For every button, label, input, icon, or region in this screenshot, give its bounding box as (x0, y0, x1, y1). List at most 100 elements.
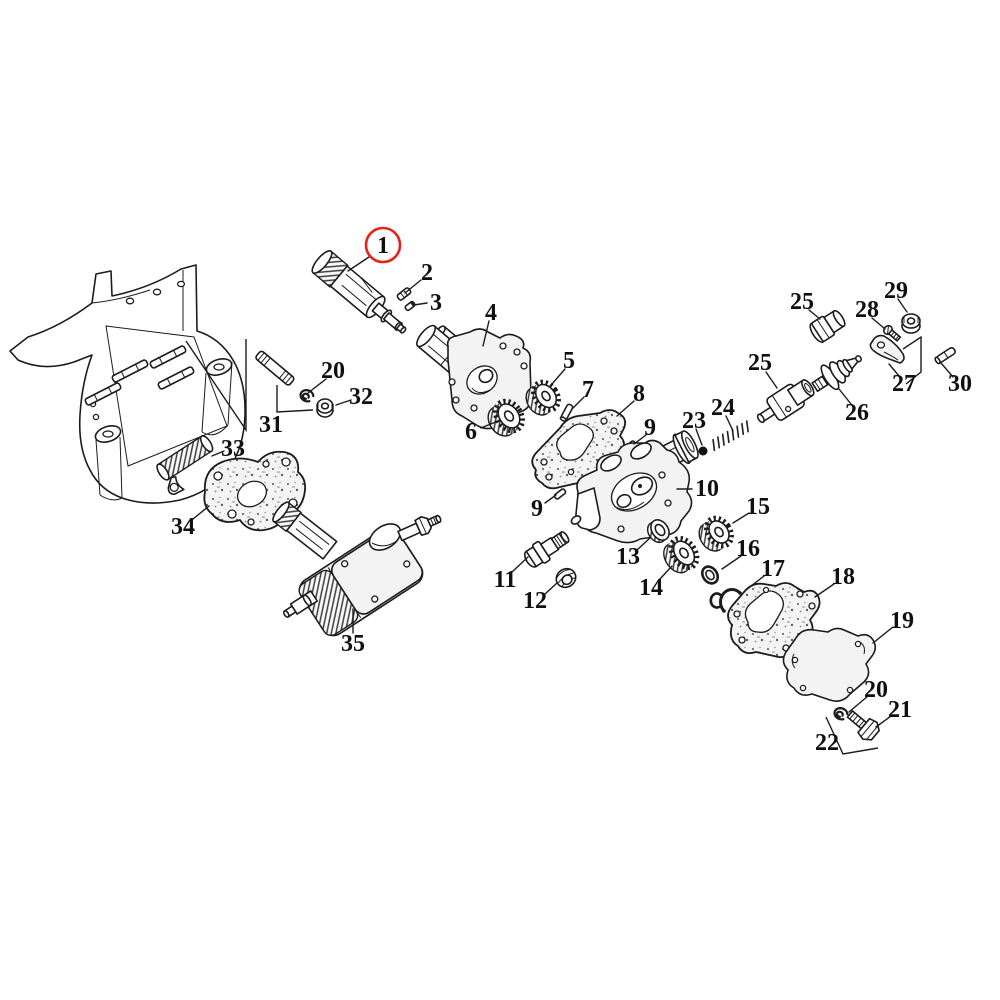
part-29-nut (901, 313, 921, 334)
part-33-screen (156, 435, 214, 495)
leader-line (897, 298, 908, 313)
leader-line (745, 575, 765, 591)
leader-line (335, 399, 352, 406)
leader-line (940, 362, 954, 378)
part-label-7: 7 (582, 377, 594, 403)
part-5-gear (525, 379, 561, 416)
part-17-retaining-ring (709, 588, 742, 613)
part-label-33: 33 (221, 436, 245, 462)
part-label-28: 28 (855, 297, 879, 323)
part-label-12: 12 (523, 588, 547, 614)
part-label-6: 6 (465, 419, 477, 445)
part-label-26: 26 (845, 400, 869, 426)
part-6-gear (487, 398, 525, 437)
part-13-washer (646, 519, 670, 544)
part-label-18: 18 (831, 564, 855, 590)
part-15-gear (698, 515, 734, 552)
part-label-5: 5 (563, 348, 575, 374)
part-10-pump-body (570, 430, 699, 544)
leader-line (808, 309, 821, 320)
part-35-pump-assembly (272, 501, 442, 637)
leader-line (732, 512, 750, 524)
leader-line (695, 428, 703, 446)
leader-line (616, 400, 635, 417)
highlight-circle-part-1 (364, 226, 402, 264)
part-28-screw (882, 324, 902, 342)
part-label-16: 16 (736, 536, 760, 562)
part-crankcase (9, 264, 246, 504)
part-label-20: 20 (321, 358, 345, 384)
leader-line (192, 505, 210, 520)
part-label-23: 23 (682, 408, 706, 434)
part-32-nut (316, 398, 334, 418)
part-9-pin-lower (553, 488, 567, 500)
part-26-check-valve (811, 355, 862, 393)
part-label-17: 17 (761, 556, 785, 582)
part-3-pin (404, 300, 416, 312)
part-20-lockwasher-left (299, 389, 315, 403)
part-label-32: 32 (349, 384, 373, 410)
leader-line (211, 450, 225, 457)
part-label-13: 13 (616, 544, 640, 570)
leader-line (658, 565, 673, 581)
part-25-hex-plug (809, 309, 846, 343)
part-label-29: 29 (884, 278, 908, 304)
bracket-lines-layer (185, 335, 922, 755)
leader-line (871, 317, 886, 330)
part-25-valve-body (756, 379, 815, 424)
part-label-35: 35 (341, 631, 365, 657)
leader-line (551, 368, 566, 385)
part-21-bolt (846, 710, 880, 741)
part-label-3: 3 (430, 290, 442, 316)
part-label-21: 21 (888, 697, 912, 723)
part-19-cover (782, 627, 877, 702)
part-label-25: 25 (748, 350, 772, 376)
part-label-8: 8 (633, 381, 645, 407)
part-label-9: 9 (644, 415, 656, 441)
leader-line (872, 626, 894, 644)
part-27-bracket (869, 334, 905, 364)
part-8-gasket (531, 409, 627, 490)
part-7-pin (559, 403, 574, 422)
leader-line (875, 715, 892, 728)
part-label-27: 27 (892, 371, 916, 397)
leader-line (413, 302, 428, 306)
bracket-line (276, 385, 314, 413)
bracket-line (185, 339, 247, 433)
part-label-34: 34 (171, 514, 195, 540)
part-14-gear (663, 535, 700, 574)
leader-line (307, 378, 327, 394)
crankcase-studs (84, 345, 195, 406)
leader-line (633, 434, 647, 445)
bracket-line (825, 716, 879, 755)
leader-line (814, 583, 835, 598)
part-label-10: 10 (695, 476, 719, 502)
leader-line (347, 256, 370, 272)
part-label-14: 14 (639, 575, 663, 601)
part-20-lockwasher-bottom (833, 707, 849, 721)
part-4-pump-body (416, 324, 532, 430)
part-label-24: 24 (711, 395, 735, 421)
part-label-20: 20 (864, 677, 888, 703)
part-1-drive-gear (311, 250, 407, 334)
part-24-spring (712, 420, 749, 452)
part-label-22: 22 (815, 730, 839, 756)
artwork-layer (9, 250, 956, 741)
part-12-plug (555, 567, 577, 589)
leader-line (721, 555, 742, 570)
leader-line (480, 420, 499, 429)
leader-line (636, 537, 651, 551)
part-label-9: 9 (531, 496, 543, 522)
part-label-1: 1 (377, 233, 389, 259)
leader-line (544, 494, 557, 504)
part-label-30: 30 (948, 371, 972, 397)
part-label-11: 11 (494, 567, 517, 593)
part-label-31: 31 (259, 412, 283, 438)
part-31-stud (255, 350, 295, 386)
leader-line (888, 363, 900, 377)
leader-line (725, 415, 734, 432)
part-11-fitting (523, 531, 570, 568)
part-16-washer (700, 565, 720, 585)
